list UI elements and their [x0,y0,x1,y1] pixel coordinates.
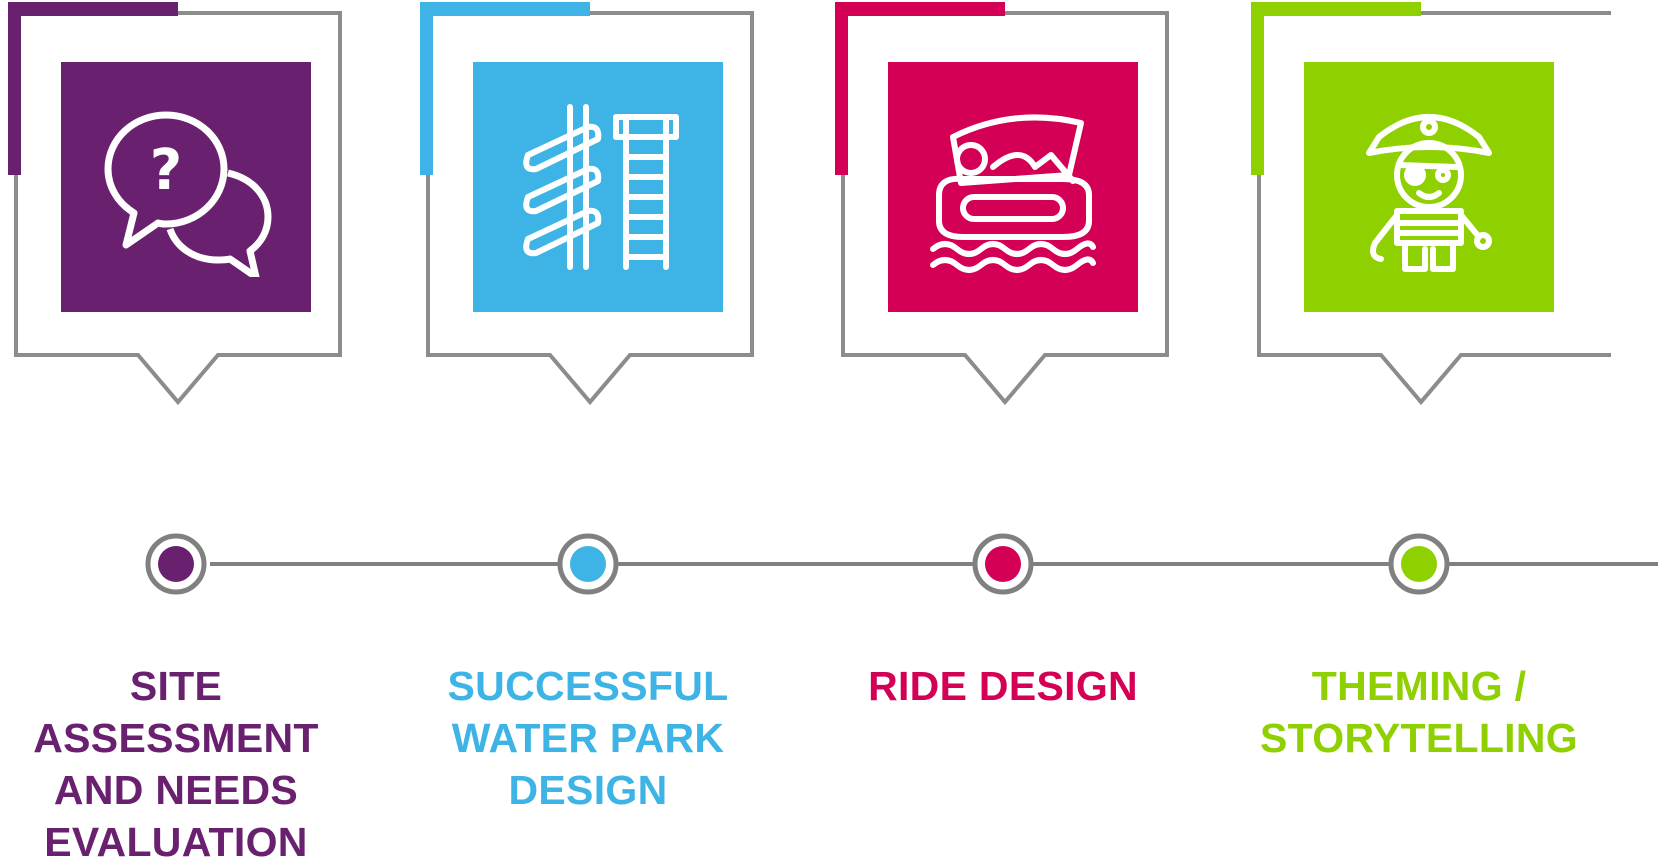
water-slide-icon [523,104,679,270]
step-label-ride-design: RIDE DESIGN [868,663,1138,709]
timeline-node-site-assessment [145,533,207,595]
timeline-node-ride-design [972,533,1034,595]
step-label-site-assessment: SITE ASSESSMENT AND NEEDS EVALUATION [33,663,319,865]
callout-frame [835,2,1169,406]
tile-ride-design [888,62,1138,312]
step-card-water-park [420,0,780,420]
timeline [145,533,1658,595]
step-label-theming: THEMING / STORYTELLING [1260,663,1578,761]
svg-text:?: ? [150,138,182,203]
callout-frame [8,2,342,406]
tile-theming [1304,62,1554,312]
step-card-theming [1251,0,1611,420]
tile-water-park [473,62,723,312]
raft-ride-icon [930,114,1096,273]
step-label-water-park: SUCCESSFUL WATER PARK DESIGN [447,663,729,813]
pirate-kid-icon [1366,114,1492,272]
callout-frame [420,2,754,406]
tile-site-assessment: ? [61,62,311,312]
timeline-node-theming [1388,533,1450,595]
timeline-node-water-park [557,533,619,595]
step-card-site-assessment: ? [8,0,368,420]
question-chat-icon: ? [104,111,272,277]
step-card-ride-design [835,0,1195,420]
callout-frame [1251,2,1611,406]
